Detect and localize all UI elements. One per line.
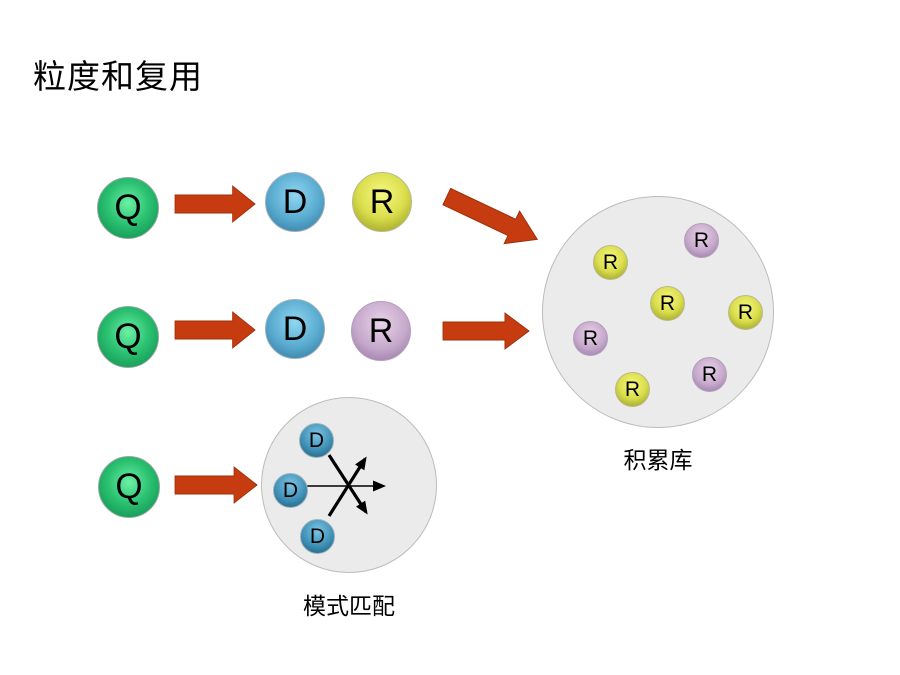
repo-item-label: R bbox=[582, 326, 599, 350]
query-node-3-label: Q bbox=[115, 467, 143, 506]
repo-item: R bbox=[684, 223, 719, 258]
repo-item: R bbox=[615, 372, 650, 407]
repo-item: R bbox=[692, 357, 727, 392]
document-node-2-label: D bbox=[282, 309, 308, 348]
result-node-2: R bbox=[351, 301, 411, 361]
repo-item-label: R bbox=[737, 300, 754, 324]
result-node-1: R bbox=[352, 172, 412, 232]
pattern-item: D bbox=[273, 473, 308, 508]
repo-item-label: R bbox=[659, 291, 676, 315]
pattern-match-label: 模式匹配 bbox=[303, 593, 395, 619]
query-node-2-label: Q bbox=[114, 317, 142, 356]
document-node-2: D bbox=[265, 299, 325, 359]
pattern-item-label: D bbox=[309, 524, 326, 548]
repo-item-label: R bbox=[701, 362, 718, 386]
pattern-item-label: D bbox=[308, 428, 325, 452]
repo-item: R bbox=[593, 245, 628, 280]
query-node-1-label: Q bbox=[114, 188, 142, 227]
repository-label: 积累库 bbox=[623, 447, 693, 473]
document-node-1-label: D bbox=[282, 182, 308, 221]
repo-item-label: R bbox=[693, 228, 710, 252]
arrow-right-icon bbox=[174, 466, 258, 504]
pattern-item-label: D bbox=[282, 478, 299, 502]
arrow-right-icon bbox=[174, 311, 256, 349]
query-node-2: Q bbox=[97, 306, 159, 368]
repo-item: R bbox=[728, 295, 763, 330]
repo-item: R bbox=[650, 286, 685, 321]
pattern-item: D bbox=[300, 519, 335, 554]
arrow-right-icon bbox=[174, 185, 256, 223]
query-node-3: Q bbox=[98, 456, 160, 518]
document-node-1: D bbox=[265, 172, 325, 232]
result-node-2-label: R bbox=[368, 311, 394, 350]
arrow-diagonal-icon bbox=[442, 187, 539, 245]
match-arrows-icon bbox=[307, 454, 386, 517]
slide-title: 粒度和复用 bbox=[33, 58, 203, 95]
arrow-right-icon bbox=[442, 312, 530, 350]
repo-item: R bbox=[573, 321, 608, 356]
query-node-1: Q bbox=[97, 177, 159, 239]
pattern-item: D bbox=[299, 423, 334, 458]
result-node-1-label: R bbox=[369, 182, 395, 221]
repo-item-label: R bbox=[624, 377, 641, 401]
repo-item-label: R bbox=[602, 250, 619, 274]
